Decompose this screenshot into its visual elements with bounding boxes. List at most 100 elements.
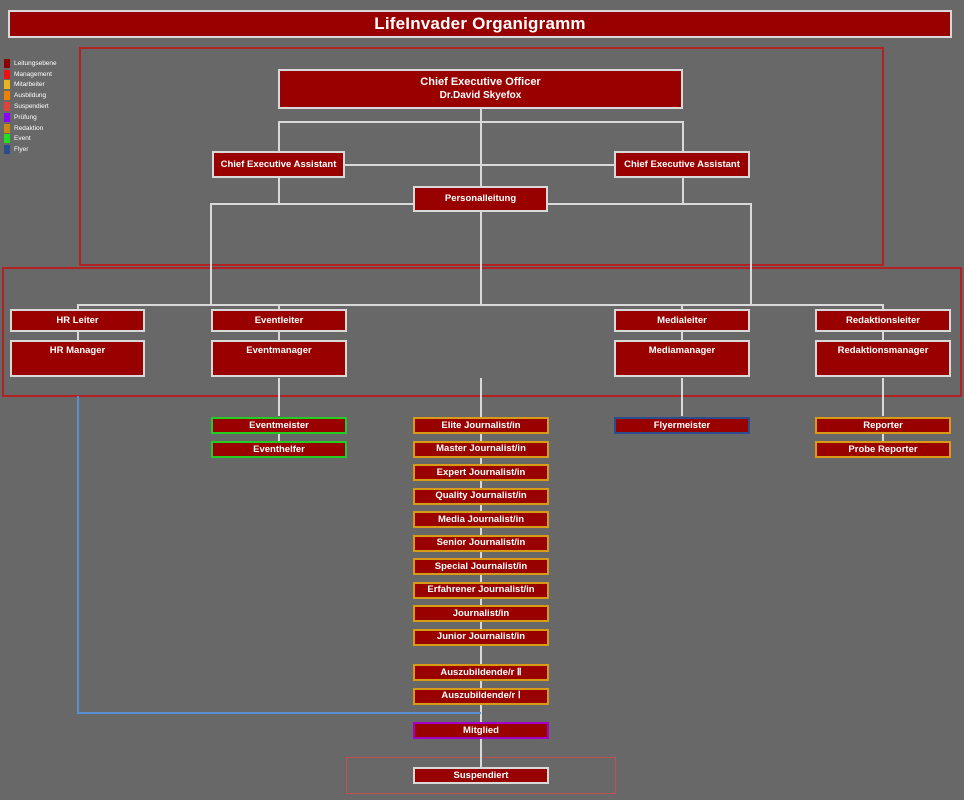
node-medialeiter[interactable]: Medialeiter bbox=[614, 309, 750, 332]
zone-management bbox=[2, 267, 962, 397]
connector-hr-blue-horizontal bbox=[77, 712, 481, 714]
node-hr-manager[interactable]: HR Manager bbox=[10, 340, 145, 377]
node-reporter[interactable]: Reporter bbox=[815, 417, 951, 434]
node-title: Probe Reporter bbox=[848, 443, 918, 455]
node-eventmeister[interactable]: Eventmeister bbox=[211, 417, 347, 434]
node-title: Personalleitung bbox=[444, 193, 517, 204]
node-title: Junior Journalist/in bbox=[436, 631, 526, 642]
connector-drop-media bbox=[681, 304, 683, 310]
connector-hr-blue-vertical bbox=[77, 396, 79, 713]
node-flyermeister[interactable]: Flyermeister bbox=[614, 417, 750, 434]
node-title: Journalist/in bbox=[452, 607, 510, 619]
node-title: Flyermeister bbox=[653, 419, 711, 431]
node-mitglied[interactable]: Mitglied bbox=[413, 722, 549, 739]
legend-swatch-icon bbox=[4, 134, 10, 144]
node-title: Chief Executive Assistant bbox=[624, 158, 740, 170]
connector-hr-leiter-manager bbox=[77, 331, 79, 341]
node-title: Auszubildende/r Ⅱ bbox=[440, 666, 522, 678]
node-journalist-2[interactable]: Master Journalist/in bbox=[413, 440, 549, 458]
node-eventhelfer[interactable]: Eventhelfer bbox=[211, 441, 347, 458]
node-journalist-5[interactable]: Media Journalist/in bbox=[413, 511, 549, 528]
connector-management-bus-lower bbox=[77, 304, 883, 306]
node-title: Quality Journalist/in bbox=[435, 490, 527, 501]
connector-rail-right bbox=[682, 178, 684, 203]
connector-assistant-left-down bbox=[278, 121, 280, 151]
node-redaktionsleiter[interactable]: Redaktionsleiter bbox=[815, 309, 951, 332]
node-redaktionsmanager[interactable]: Redaktionsmanager bbox=[815, 340, 951, 377]
page-title-text: LifeInvader Organigramm bbox=[374, 14, 586, 33]
connector-rail-left bbox=[278, 178, 280, 203]
node-title: Medialeiter bbox=[657, 314, 707, 326]
connector-assistant-right-to-pl bbox=[480, 164, 684, 166]
node-title: HR Leiter bbox=[56, 314, 99, 326]
legend-item-label: Prüfung bbox=[14, 113, 37, 121]
node-title: Media Journalist/in bbox=[437, 513, 525, 525]
connector-drop-hr bbox=[77, 304, 79, 310]
connector-drop-event bbox=[278, 304, 280, 310]
legend-item: Event bbox=[4, 134, 76, 145]
legend-item-label: Flyer bbox=[14, 146, 29, 154]
legend-item: Leitungsebene bbox=[4, 58, 76, 69]
legend-item: Prüfung bbox=[4, 112, 76, 123]
node-mediamanager[interactable]: Mediamanager bbox=[614, 340, 750, 377]
node-title: Chief Executive Officer bbox=[420, 76, 541, 88]
connector-assistant-left-to-pl bbox=[278, 164, 482, 166]
node-title: Redaktionsleiter bbox=[846, 314, 920, 326]
node-hr-leiter[interactable]: HR Leiter bbox=[10, 309, 145, 332]
node-title: Chief Executive Assistant bbox=[220, 158, 337, 170]
node-subtitle: Dr.David Skyefox bbox=[439, 90, 522, 101]
connector-bus-left-drop bbox=[210, 203, 212, 304]
node-chief-executive-assistant-right[interactable]: Chief Executive Assistant bbox=[614, 151, 750, 178]
connector-eventmeister-helfer bbox=[278, 434, 280, 442]
legend-item: Redaktion bbox=[4, 123, 76, 134]
connector-event-leiter-manager bbox=[278, 331, 280, 341]
legend-item-label: Redaktion bbox=[14, 124, 44, 132]
node-trainee-2[interactable]: Auszubildende/r Ⅰ bbox=[413, 687, 549, 705]
node-title: Mitglied bbox=[463, 724, 499, 736]
connector-redaktion-leiter-manager bbox=[882, 331, 884, 341]
node-title: Auszubildende/r Ⅰ bbox=[441, 690, 521, 701]
page-title: LifeInvader Organigramm bbox=[8, 10, 952, 38]
legend-item-label: Leitungsebene bbox=[14, 59, 57, 67]
node-title: Suspendiert bbox=[453, 769, 509, 781]
connector-assistant-right-down bbox=[682, 121, 684, 151]
legend-swatch-icon bbox=[4, 145, 10, 155]
node-title: Senior Journalist/in bbox=[436, 537, 526, 548]
node-eventmanager[interactable]: Eventmanager bbox=[211, 340, 347, 377]
legend-item: Ausbildung bbox=[4, 90, 76, 101]
node-title: HR Manager bbox=[49, 345, 106, 356]
legend-swatch-icon bbox=[4, 123, 10, 133]
node-title: Erfahrener Journalist/in bbox=[427, 584, 535, 595]
node-journalist-3[interactable]: Expert Journalist/in bbox=[413, 464, 549, 481]
node-journalist-1[interactable]: Elite Journalist/in bbox=[413, 417, 549, 434]
node-chief-executive-assistant-left[interactable]: Chief Executive Assistant bbox=[212, 151, 345, 178]
node-trainee-1[interactable]: Auszubildende/r Ⅱ bbox=[413, 664, 549, 681]
node-journalist-9[interactable]: Journalist/in bbox=[413, 605, 549, 622]
legend-item: Suspendiert bbox=[4, 101, 76, 112]
node-journalist-4[interactable]: Quality Journalist/in bbox=[413, 487, 549, 505]
connector-bus-right-drop bbox=[750, 203, 752, 304]
connector-pl-down bbox=[480, 212, 482, 304]
node-journalist-7[interactable]: Special Journalist/in bbox=[413, 558, 549, 575]
node-title: Eventleiter bbox=[254, 314, 304, 326]
legend-swatch-icon bbox=[4, 102, 10, 112]
node-title: Master Journalist/in bbox=[436, 443, 526, 454]
node-title: Reporter bbox=[863, 419, 903, 431]
node-personalleitung[interactable]: Personalleitung bbox=[413, 186, 548, 212]
node-probe-reporter[interactable]: Probe Reporter bbox=[815, 441, 951, 458]
legend-item: Mitarbeiter bbox=[4, 80, 76, 91]
node-title: Eventmeister bbox=[249, 419, 309, 431]
connector-assistants-bus bbox=[278, 121, 684, 123]
connector-event-manager-down bbox=[278, 378, 280, 416]
node-journalist-8[interactable]: Erfahrener Journalist/in bbox=[413, 581, 549, 599]
node-journalist-10[interactable]: Junior Journalist/in bbox=[413, 628, 549, 646]
legend-item-label: Suspendiert bbox=[14, 103, 49, 111]
node-title: Eventmanager bbox=[246, 345, 312, 356]
connector-media-leiter-manager bbox=[681, 331, 683, 341]
node-suspendiert[interactable]: Suspendiert bbox=[413, 767, 549, 784]
node-chief-executive-officer[interactable]: Chief Executive Officer Dr.David Skyefox bbox=[278, 69, 683, 109]
node-journalist-6[interactable]: Senior Journalist/in bbox=[413, 534, 549, 552]
node-eventleiter[interactable]: Eventleiter bbox=[211, 309, 347, 332]
